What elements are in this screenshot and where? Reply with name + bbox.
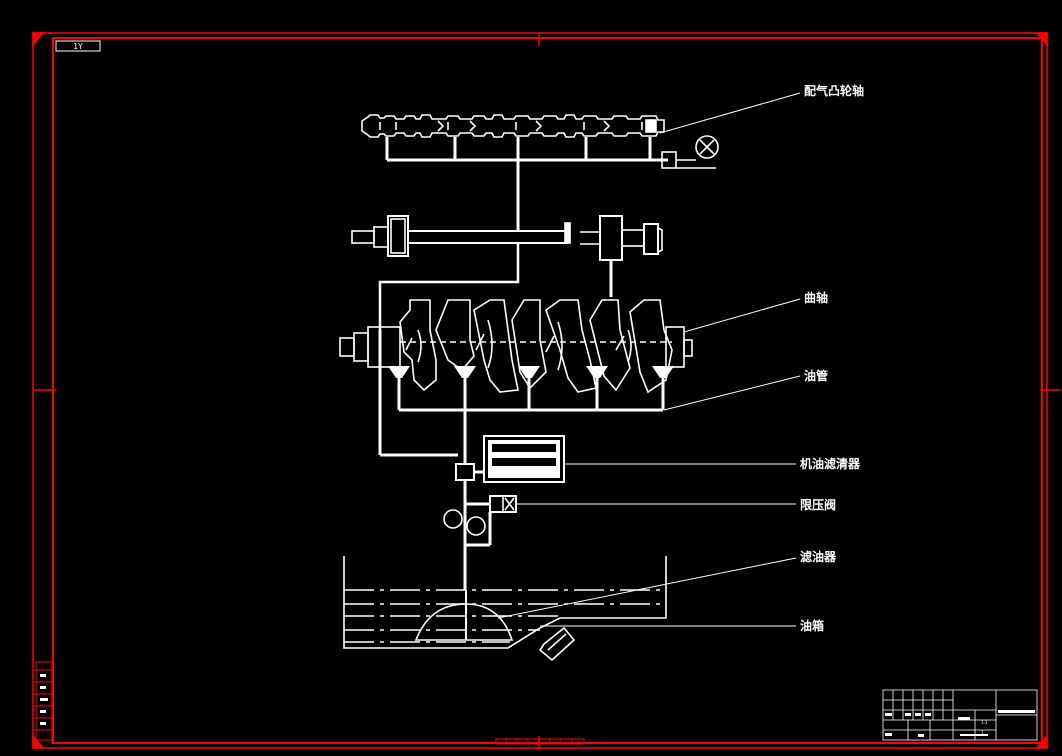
- leader-strainer: [497, 557, 797, 619]
- oil-pressure-gauge: [650, 135, 719, 169]
- scale-strip: [495, 738, 585, 745]
- label-oil-pipe: 油管: [804, 368, 828, 383]
- label-strainer: 滤油器: [800, 549, 837, 564]
- oil-pan: [343, 556, 667, 662]
- oil-feed-line: [378, 244, 520, 330]
- intermediate-shaft: [351, 215, 663, 297]
- corner-mark-tl: [32, 32, 45, 48]
- oil-pump: [443, 509, 486, 536]
- leader-crankshaft: [683, 298, 801, 333]
- corner-mark-bl: [32, 733, 45, 749]
- title-block: [882, 689, 1038, 741]
- inner-border: [52, 37, 1043, 744]
- drawing-code: 1Y: [73, 42, 83, 51]
- leader-lines: [497, 92, 801, 627]
- outer-border: [32, 32, 1048, 749]
- drawing-frame: [32, 32, 1060, 749]
- label-oil-filter: 机油滤清器: [800, 456, 861, 471]
- crankshaft: [339, 299, 693, 394]
- leader-camshaft: [659, 92, 801, 134]
- label-crankshaft: 曲轴: [804, 290, 828, 305]
- crank-oil-pipe: [378, 330, 665, 465]
- binding-strip: [35, 661, 53, 741]
- oil-strainer: [414, 590, 514, 641]
- title-block-sheet-number: 1: [981, 730, 984, 735]
- title-block-scale: 1:1: [981, 720, 988, 725]
- drain-plug: [538, 626, 576, 662]
- cam-oil-gallery: [385, 137, 652, 232]
- label-oil-pan: 油箱: [800, 618, 824, 633]
- lubrication-schematic: [339, 114, 719, 662]
- corner-mark-tr: [1035, 32, 1048, 48]
- drawing-code-box: 1Y: [55, 40, 101, 52]
- corner-mark-br: [1035, 733, 1048, 749]
- gauge-icon: [695, 135, 719, 159]
- main-bearing-feeds: [388, 366, 674, 378]
- camshaft: [361, 114, 665, 138]
- leader-oil-pipe: [663, 375, 801, 411]
- label-camshaft: 配气凸轮轴: [804, 83, 864, 98]
- label-pressure-valve: 限压阀: [800, 497, 836, 512]
- oil-filter: [455, 435, 565, 483]
